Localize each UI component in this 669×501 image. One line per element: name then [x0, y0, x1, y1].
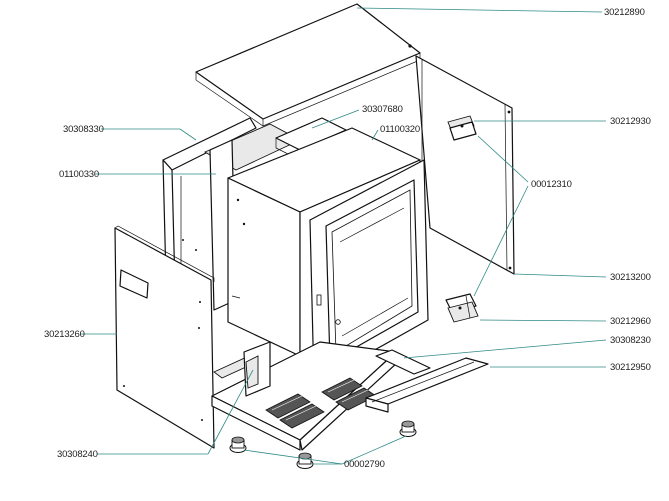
label-left-panel-top: 30308330 — [63, 124, 104, 135]
hinge-top-part — [447, 115, 477, 141]
top-cover-part — [195, 3, 421, 127]
label-base-frame: 30308240 — [57, 449, 98, 460]
feet-part — [229, 420, 417, 469]
inner-door-part — [307, 159, 429, 389]
label-side-panel: 30213260 — [44, 329, 85, 340]
leader-lines — [80, 7, 607, 465]
side-panel-part — [114, 225, 215, 449]
hinge-bottom-part — [445, 293, 479, 323]
label-feet: 00002790 — [344, 459, 385, 470]
label-top-cover: 30212890 — [604, 7, 645, 18]
label-gasket: 01100330 — [59, 169, 99, 180]
label-hinge-bottom: 30212960 — [610, 316, 651, 327]
label-top-bracket: 30307680 — [362, 104, 403, 115]
label-hinge-top: 30212930 — [610, 116, 651, 127]
label-hinge-pins: 00012310 — [531, 179, 572, 190]
label-inner-chamber: 01100320 — [380, 124, 420, 135]
label-base-rail: 30308230 — [610, 335, 651, 346]
outer-door-part — [415, 55, 515, 275]
front-rail-part — [365, 357, 489, 413]
label-front-rail: 30212950 — [610, 362, 651, 373]
label-door-seal: 30213200 — [610, 272, 651, 283]
